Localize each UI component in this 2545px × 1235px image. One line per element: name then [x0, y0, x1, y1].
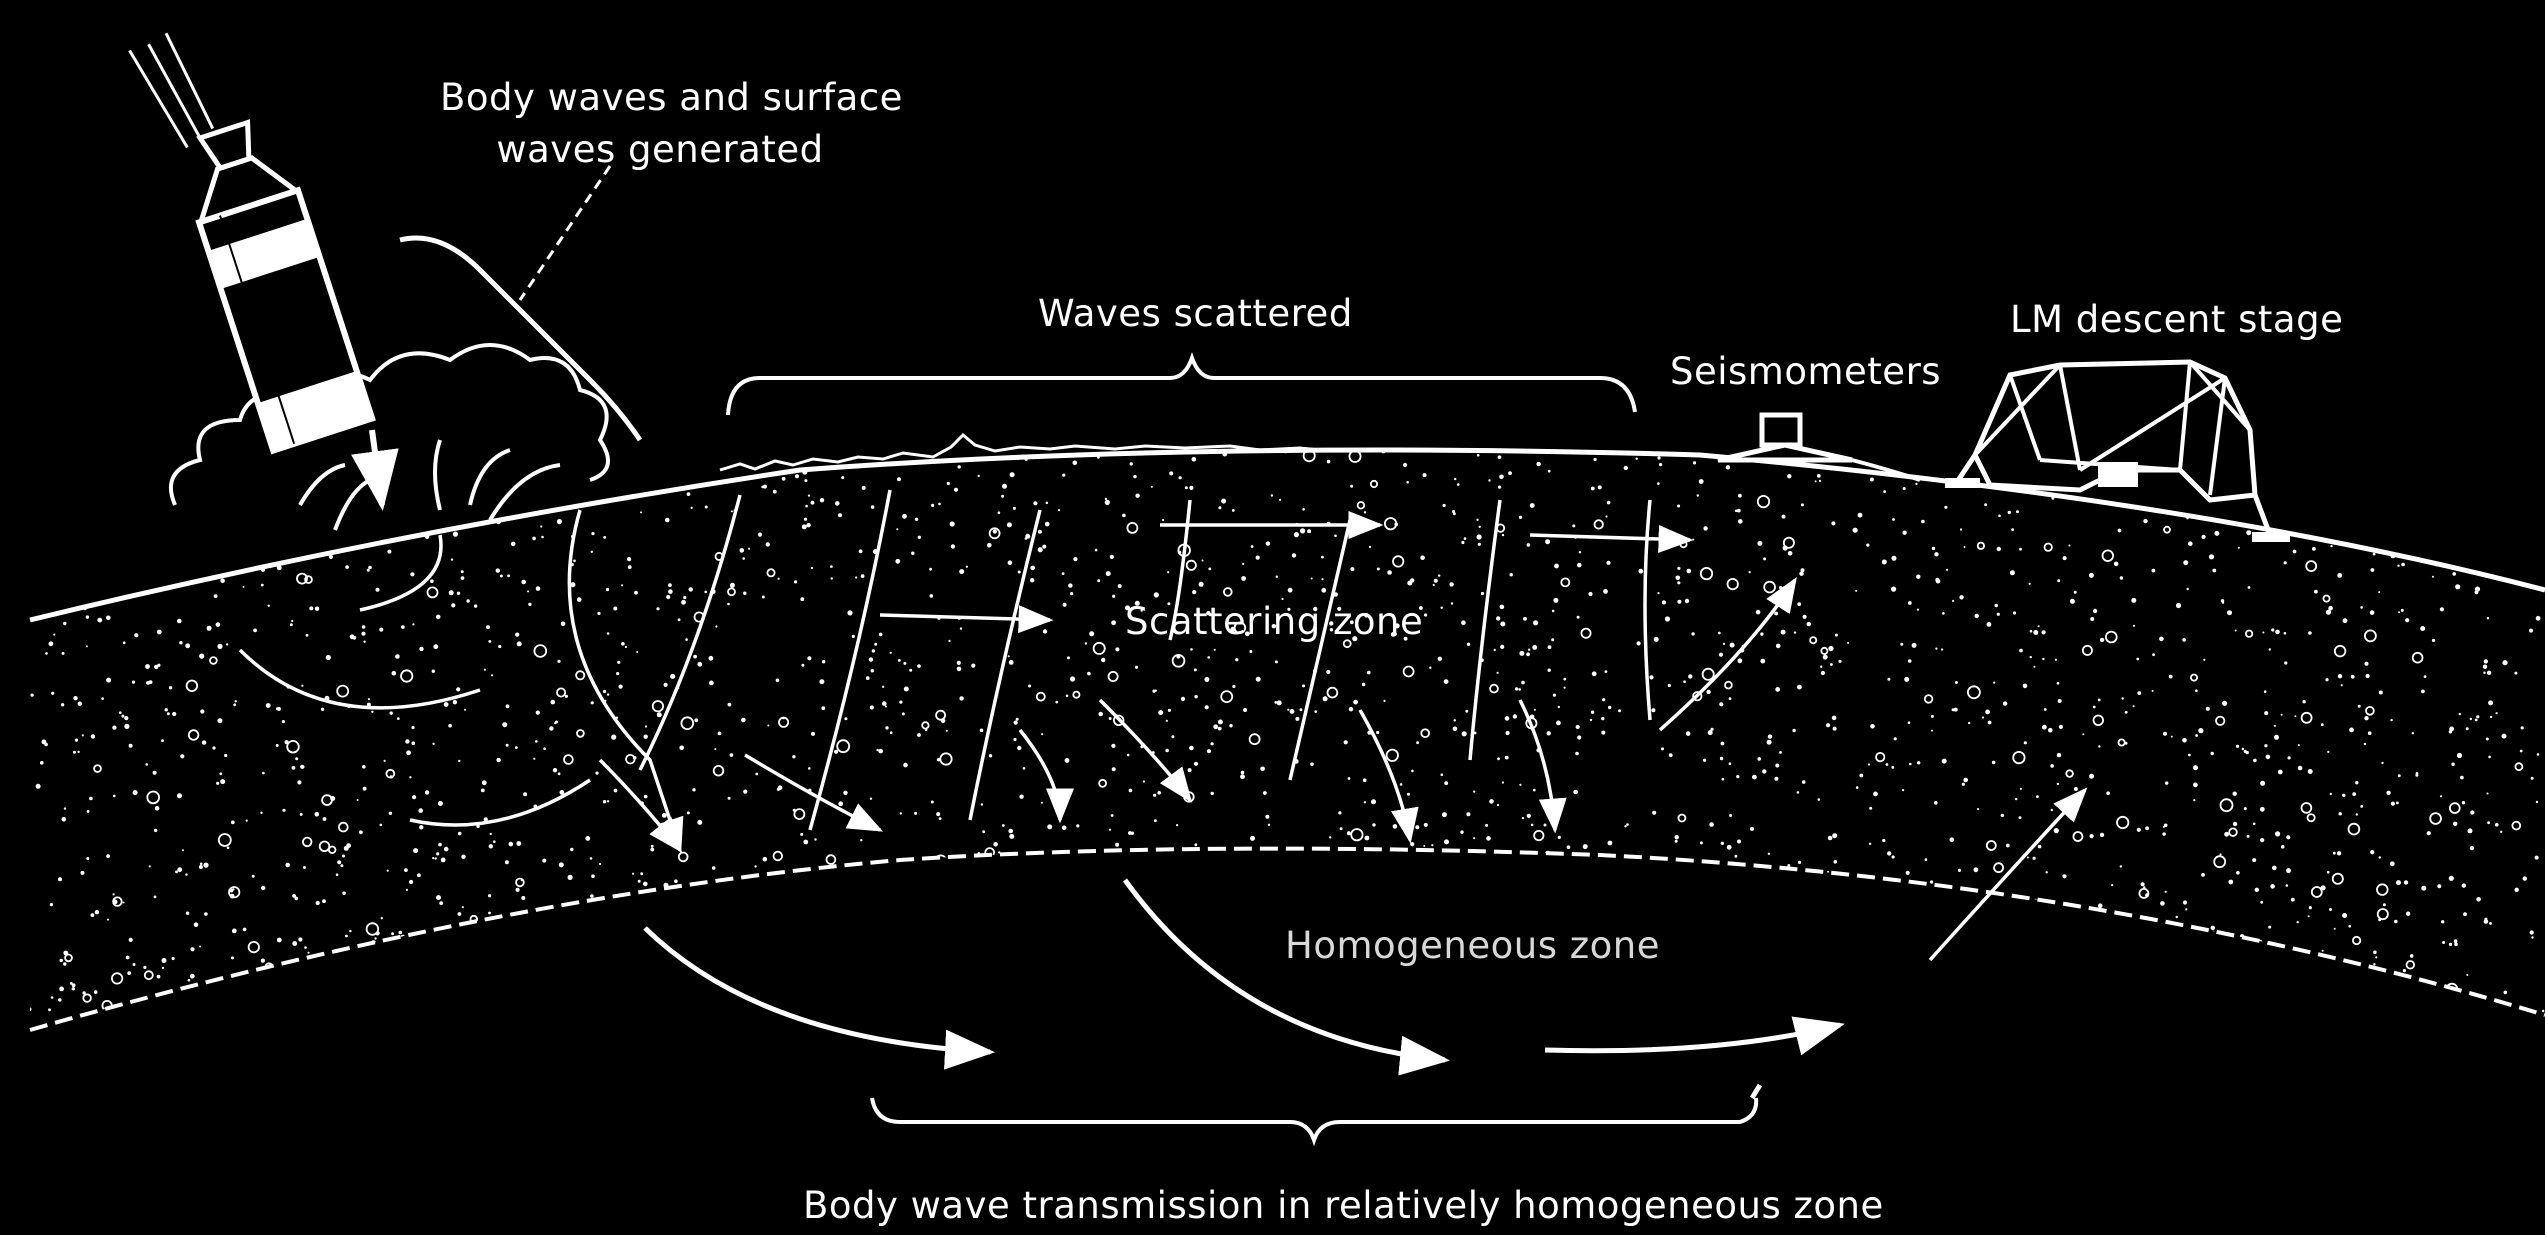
waves-scattered-brace — [728, 358, 1635, 415]
seismometer-icon — [1718, 415, 1920, 480]
scattering-zone-label: Scattering zone — [1125, 596, 1423, 648]
seismometers-label: Seismometers — [1670, 346, 1941, 398]
body-wave-transmission-label: Body wave transmission in relatively hom… — [803, 1180, 1884, 1232]
waves-scattered-label: Waves scattered — [1038, 288, 1353, 340]
homogeneous-zone-label: Homogeneous zone — [1285, 920, 1660, 972]
transmission-brace — [872, 1098, 1756, 1140]
body-waves-label-line1: Body waves and surface — [440, 72, 880, 124]
impact-arrow — [372, 430, 382, 505]
body-waves-label: Body waves and surface waves generated — [440, 72, 880, 176]
body-wave-paths — [645, 880, 1840, 1098]
impact-cloud — [171, 345, 608, 505]
body-waves-label-line2: waves generated — [440, 124, 880, 176]
lm-descent-stage-icon — [1945, 362, 2290, 542]
regolith-stipple — [0, 428, 2544, 1053]
body-waves-leader — [520, 166, 610, 300]
lm-descent-stage-label: LM descent stage — [2010, 294, 2343, 346]
spacecraft-stage-icon — [128, 10, 372, 455]
